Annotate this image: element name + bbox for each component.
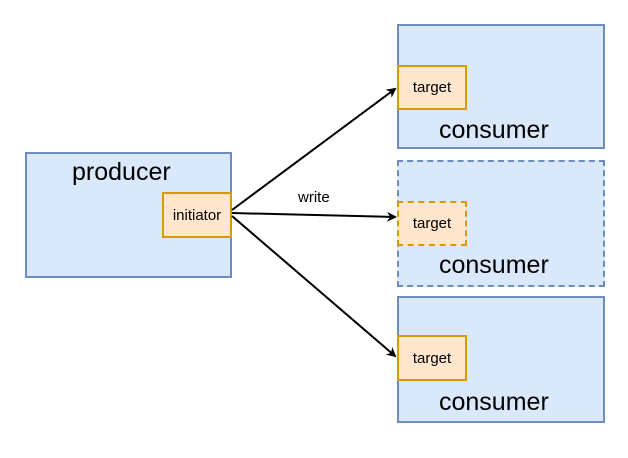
consumer-title-3: consumer [439,388,549,416]
arrow-to-consumer-3 [231,215,397,358]
consumer-title-2: consumer [439,251,549,279]
arrow-to-consumer-2 [231,211,397,222]
target-port-2: target [397,201,467,246]
write-label: write [298,189,330,206]
consumer-title-1: consumer [439,116,549,144]
target-port-1: target [397,65,467,110]
initiator-port: initiator [162,192,232,238]
producer-title: producer [72,158,171,186]
arrow-to-consumer-1 [231,87,397,211]
target-port-3: target [397,335,467,381]
